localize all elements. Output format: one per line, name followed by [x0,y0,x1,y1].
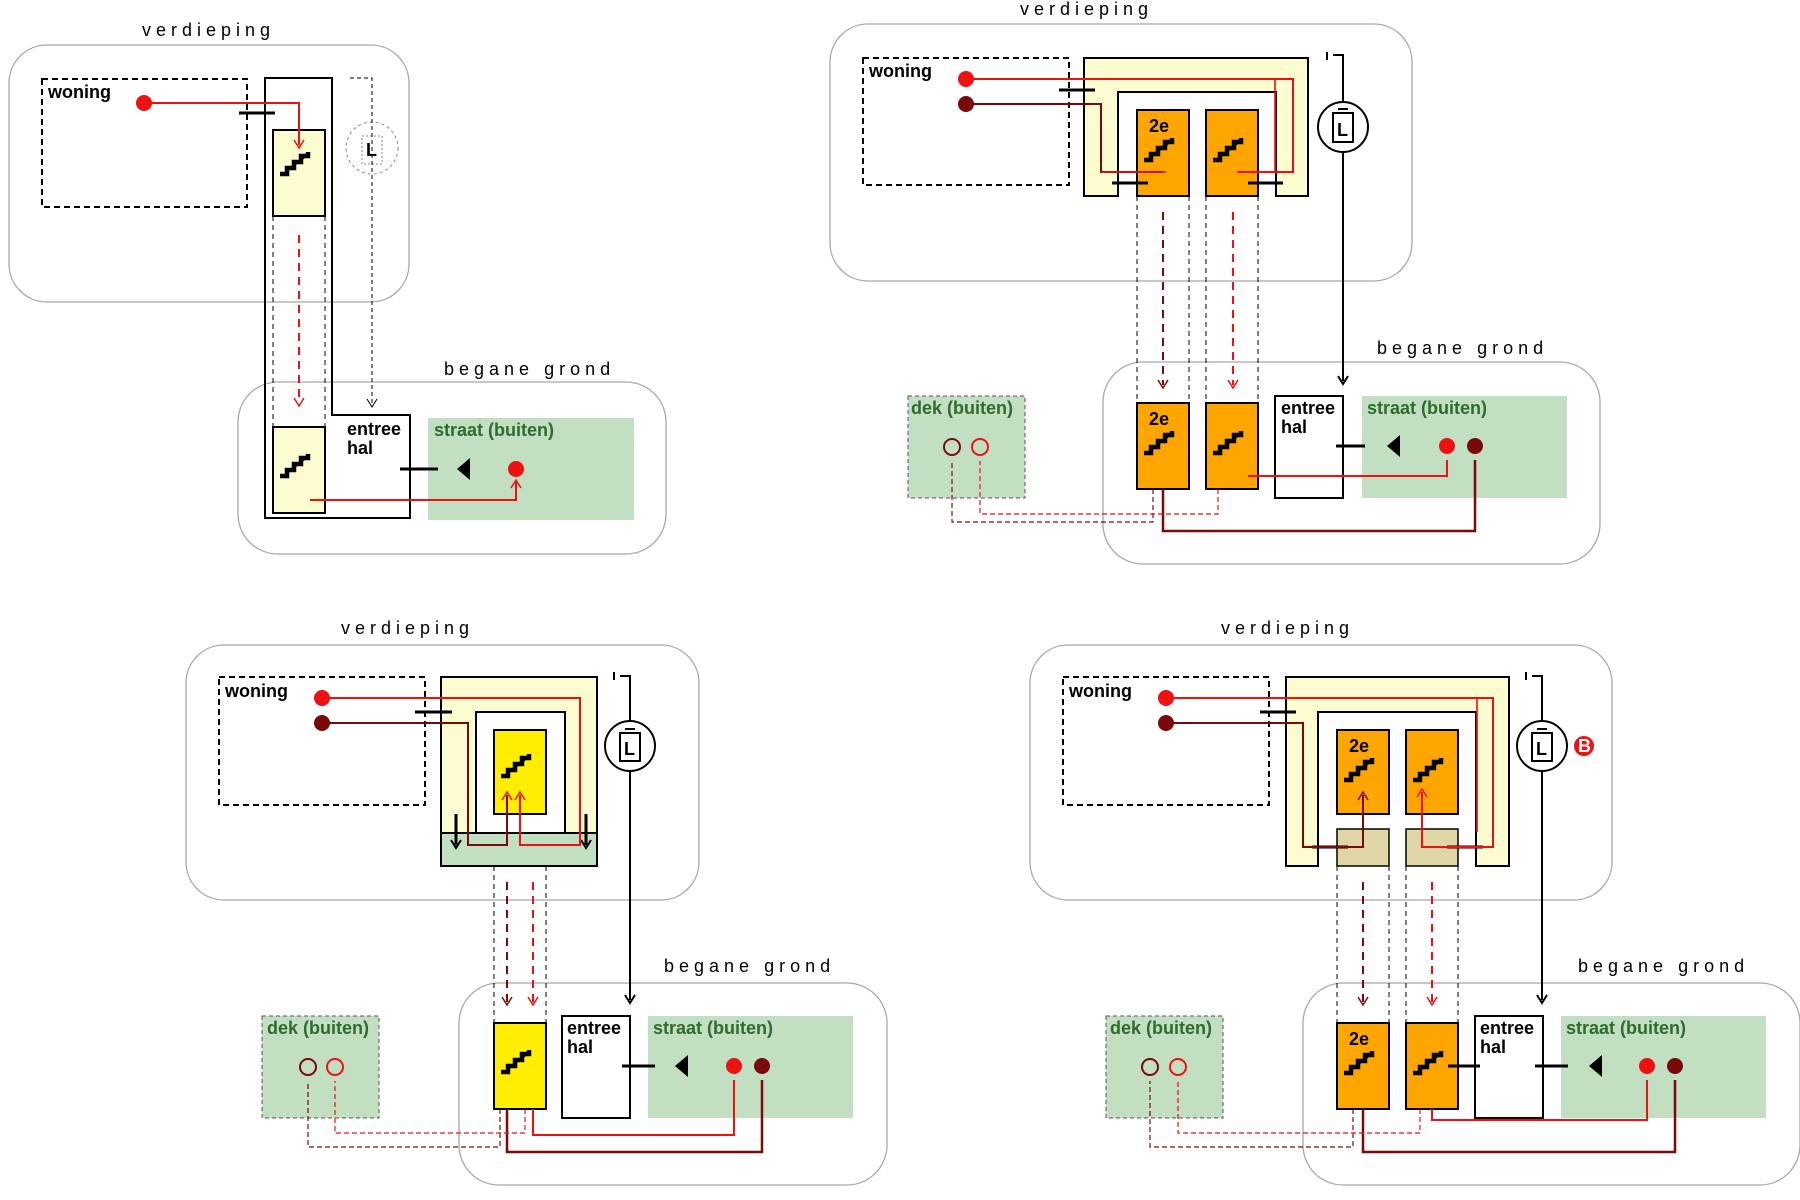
svg-text:entree: entree [1281,398,1335,418]
entrance-hall [561,1015,631,1119]
svg-text:L: L [1536,739,1547,759]
panel-2: verdieping begane grond woning 2e dek (b… [829,0,1601,565]
svg-text:2e: 2e [1349,736,1369,756]
svg-text:hal: hal [567,1037,593,1057]
dwelling-label: woning [47,82,111,102]
svg-text:2e: 2e [1349,1029,1369,1049]
street-label: straat (buiten) [653,1018,773,1038]
badge-b [1574,736,1594,756]
deck-zone [1105,1015,1224,1119]
level-label-upper: verdieping [341,618,474,638]
lobby [1285,676,1510,867]
deck-label: dek (buiten) [1110,1018,1212,1038]
dwelling-label: woning [1068,681,1132,701]
street-label: straat (buiten) [1566,1018,1686,1038]
svg-text:hal: hal [1480,1037,1506,1057]
entrance-label-line2: hal [347,438,373,458]
stair-ground [493,1022,547,1110]
floor-upper [1029,644,1613,901]
deck-zone [907,395,1026,499]
level-label-ground: begane grond [1578,956,1749,976]
svg-text:2e: 2e [1149,116,1169,136]
entrance-label-line1: entree [347,419,401,439]
svg-text:hal: hal [1281,417,1307,437]
floor-ground [1102,361,1601,565]
deck-zone [261,1015,380,1119]
deck-label: dek (buiten) [911,398,1013,418]
stair-shaft [264,77,411,519]
level-label-ground: begane grond [444,359,615,379]
floor-upper [8,44,410,303]
floor-upper [829,23,1413,282]
deck-label: dek (buiten) [267,1018,369,1038]
level-label-upper: verdieping [1221,618,1354,638]
dwelling [862,57,1070,186]
entrance-hall [1474,1015,1544,1119]
floor-ground [237,381,667,555]
stair-ground [272,426,326,514]
svg-text:L: L [1337,120,1348,140]
street-label: straat (buiten) [434,420,554,440]
svg-text:B: B [1578,736,1591,756]
dwelling [218,676,426,806]
svg-text:L: L [624,739,635,759]
lobby [1083,57,1309,197]
dwelling-label: woning [868,61,932,81]
dwelling [41,78,248,208]
level-label-upper: verdieping [1020,0,1153,19]
stair-ground [1205,402,1259,490]
stair-upper [1405,729,1459,815]
floor-upper [185,644,700,901]
dwelling-label: woning [224,681,288,701]
stair-2e-ground [1136,402,1190,490]
svg-text:entree: entree [1480,1018,1534,1038]
street-label: straat (buiten) [1367,398,1487,418]
floor-ground [1302,982,1800,1186]
svg-text:2e: 2e [1149,409,1169,429]
panel-3: verdieping begane grond woning dek (buit… [185,618,888,1186]
panel-1: verdieping begane grond woning straat (b… [8,20,667,555]
svg-text:entree: entree [567,1018,621,1038]
panel-4: verdieping begane grond woning 2e dek (b… [1029,618,1800,1186]
level-label-ground: begane grond [664,956,835,976]
exit-point [508,461,524,477]
level-label-ground: begane grond [1377,338,1548,358]
dwelling [1062,676,1270,806]
floor-ground [458,982,888,1186]
level-label-upper: verdieping [142,20,275,40]
